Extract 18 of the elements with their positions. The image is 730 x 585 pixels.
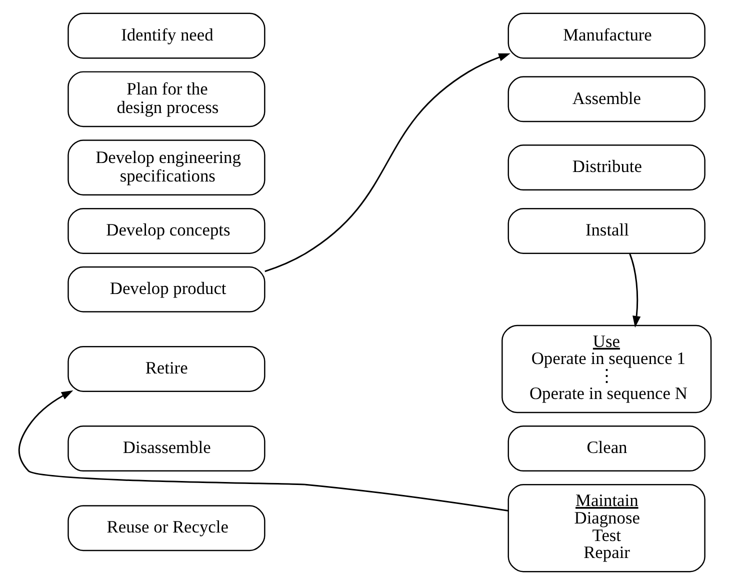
node-box: Identify need — [68, 12, 266, 59]
node-box: Distribute — [508, 144, 706, 191]
node-box: Maintain Diagnose Test Repair — [508, 484, 706, 572]
node-box: Disassemble — [68, 426, 266, 472]
node-box: Reuse or Recycle — [68, 505, 266, 552]
node-box: Develop concepts — [68, 208, 266, 254]
node-box: Manufacture — [508, 12, 706, 59]
node-box: Install — [508, 208, 706, 254]
arrow — [18, 390, 508, 512]
node-box: Develop engineering specifications — [68, 140, 266, 196]
node-box: Clean — [508, 426, 706, 472]
node-box: Plan for the design process — [68, 71, 266, 128]
node-box: Retire — [68, 346, 266, 392]
node-box: Use Operate in sequence 1 ⋮ Operate in sequence N — [502, 324, 712, 414]
arrow — [264, 53, 510, 272]
arrow — [628, 253, 641, 328]
node-box: Develop product — [68, 266, 266, 312]
node-box: Assemble — [508, 76, 706, 122]
